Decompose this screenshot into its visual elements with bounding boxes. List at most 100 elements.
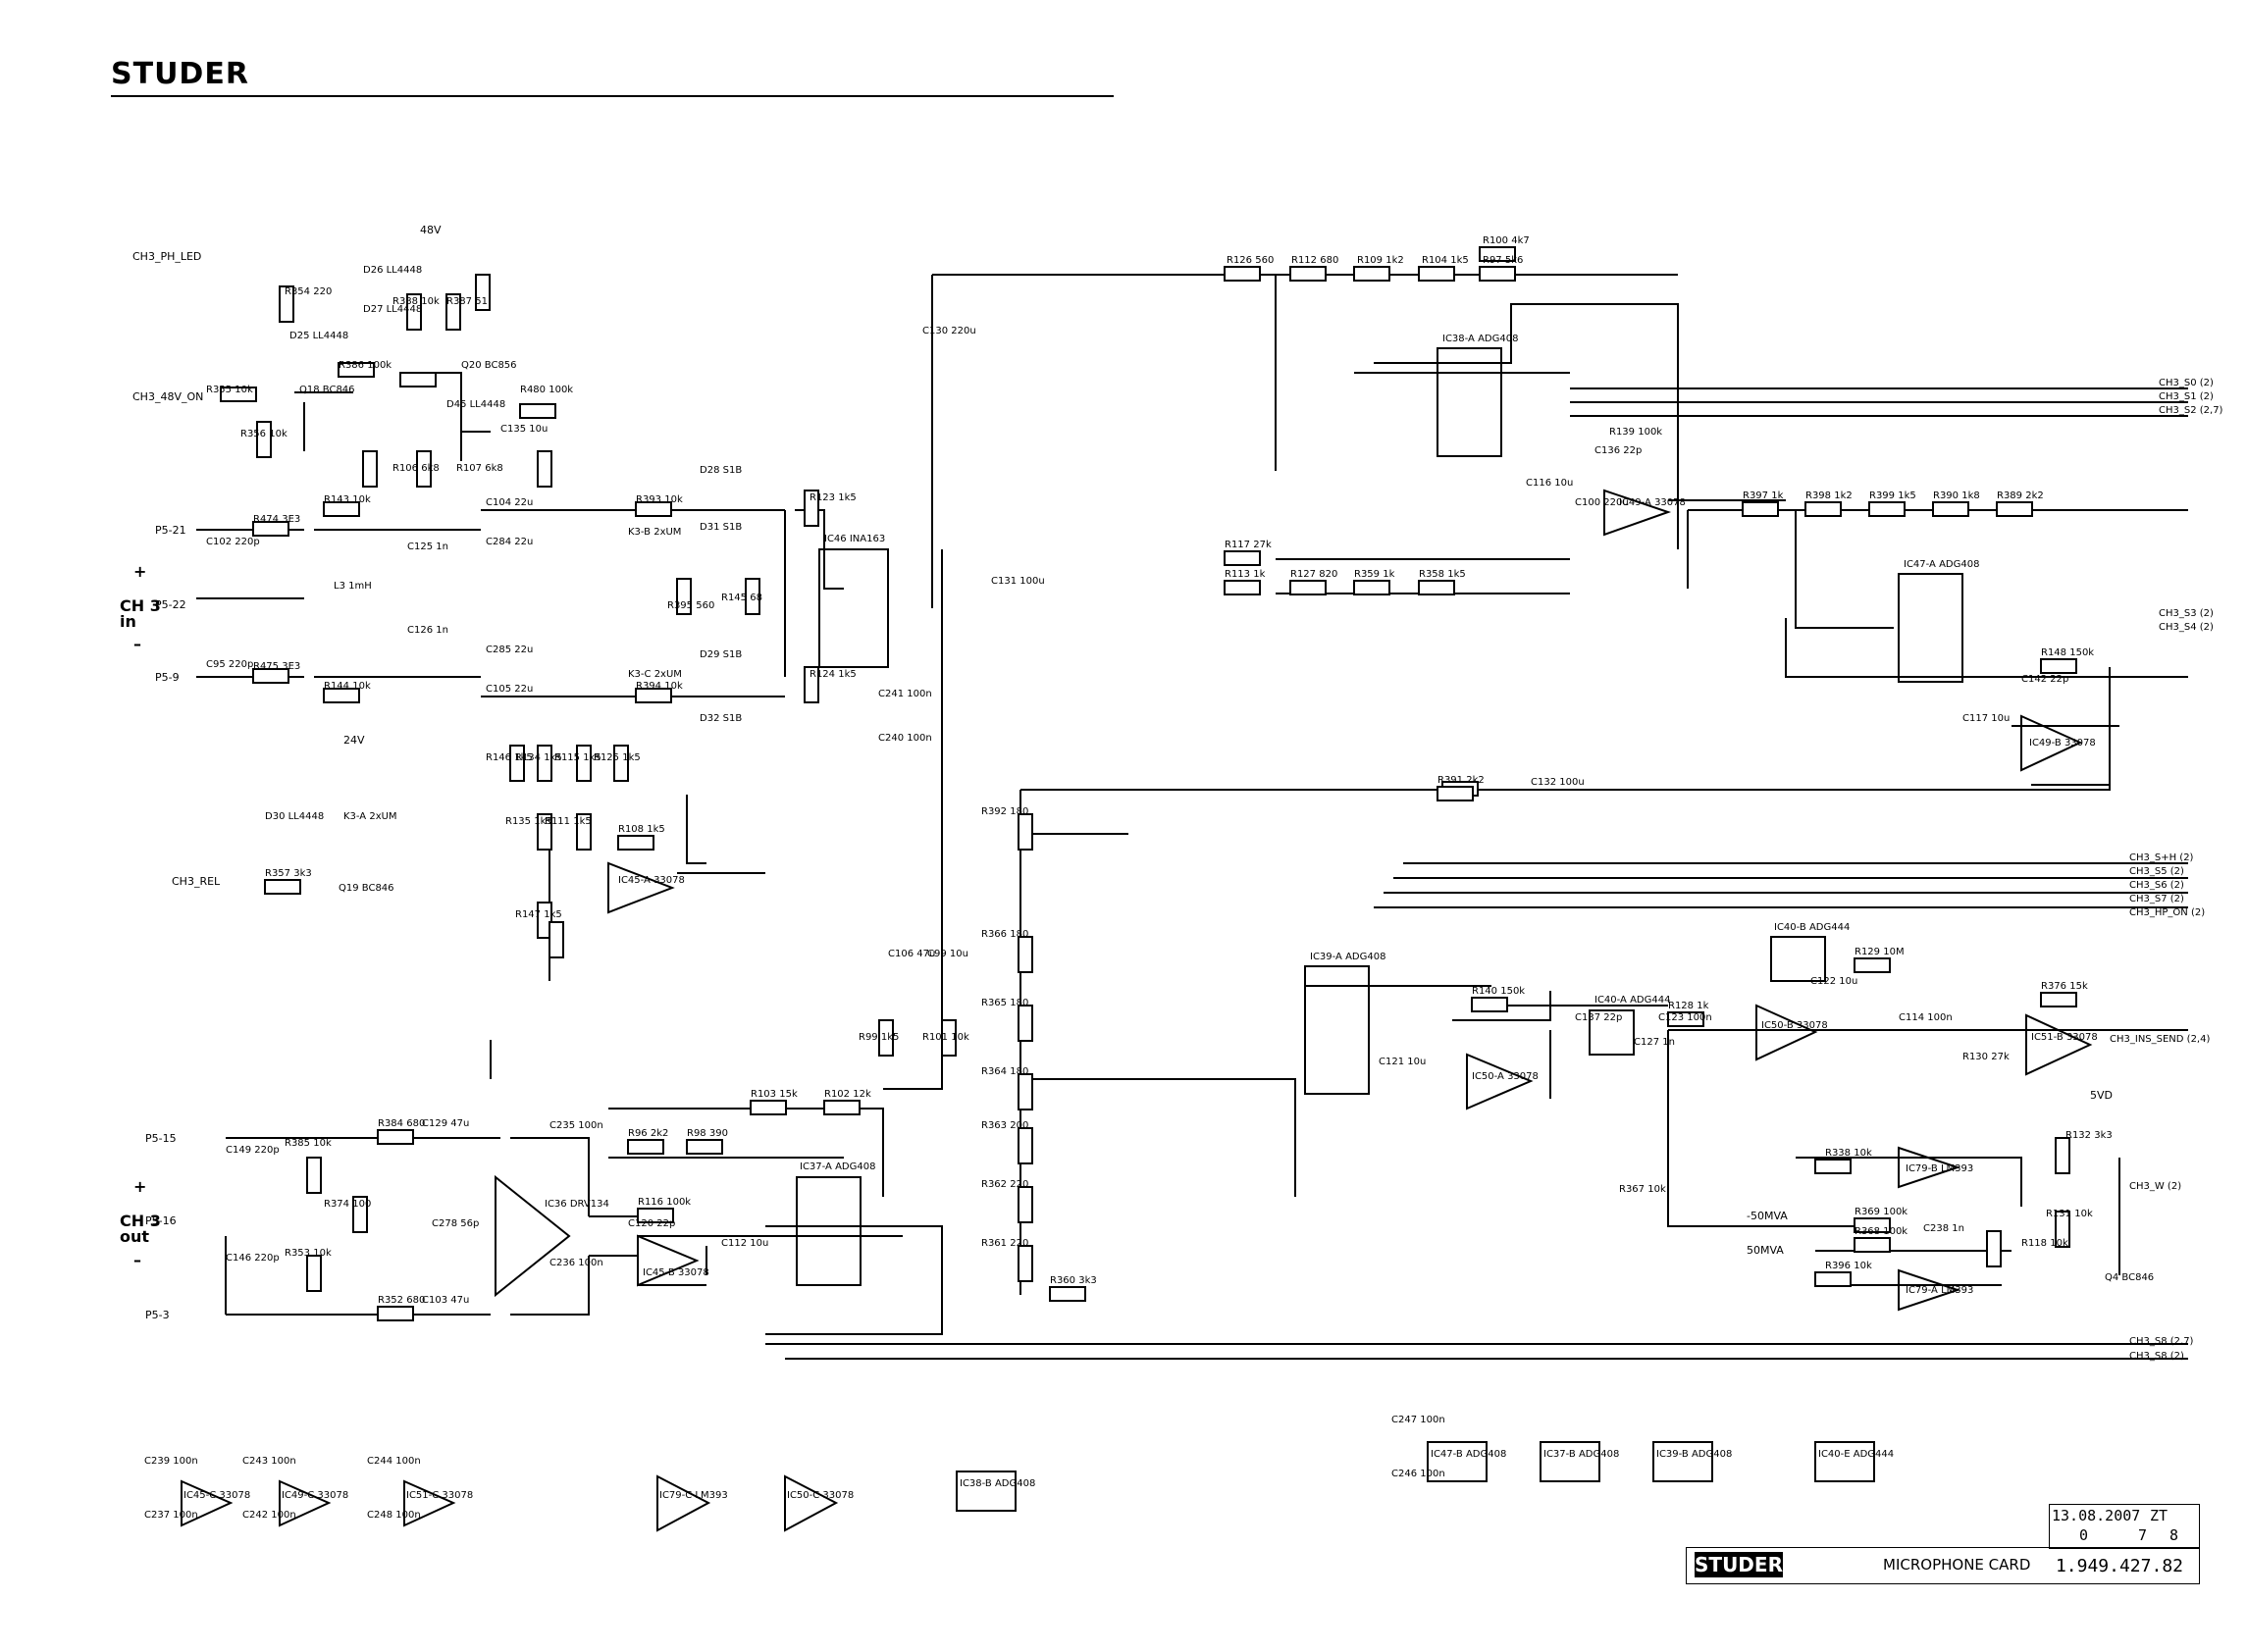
ic-label: IC45-B 33078 bbox=[643, 1267, 709, 1278]
ic-label: IC40-B ADG444 bbox=[1774, 922, 1850, 933]
resistor-label: R354 220 bbox=[285, 286, 332, 297]
supply-capacitor-label: C246 100n bbox=[1391, 1469, 1445, 1479]
resistor-label: R125 1k5 bbox=[594, 752, 641, 763]
supply-block-label: IC50-C 33078 bbox=[787, 1490, 854, 1501]
capacitor-label: C129 47u bbox=[422, 1118, 469, 1129]
resistor-label: R104 1k5 bbox=[1422, 255, 1469, 266]
right-signal-label: CH3_S0 (2) bbox=[2159, 378, 2214, 388]
resistor-label: R143 10k bbox=[324, 494, 371, 505]
right-signal-label: CH3_S4 (2) bbox=[2159, 622, 2214, 633]
resistor-label: R129 10M bbox=[1855, 947, 1905, 957]
supply-block-label: IC51-C 33078 bbox=[406, 1490, 473, 1501]
resistor-label: R353 10k bbox=[285, 1248, 332, 1259]
p5-21-label: P5-21 bbox=[155, 524, 186, 537]
resistor-label: R376 15k bbox=[2041, 981, 2088, 992]
capacitor-label: C241 100n bbox=[878, 689, 932, 699]
capacitor-label: C235 100n bbox=[549, 1120, 603, 1131]
capacitor-label: C149 220p bbox=[226, 1145, 280, 1156]
ic-label: IC36 DRV134 bbox=[545, 1199, 609, 1210]
resistor-label: R124 1k5 bbox=[810, 669, 857, 680]
capacitor-label: C130 220u bbox=[922, 326, 976, 336]
title-block-sheet: 7 bbox=[2138, 1526, 2148, 1544]
signal-labels: CH3_PH_LED CH3_48V_ON CH3_REL 48V 24V 5V… bbox=[132, 224, 2113, 1321]
right-signal-label: CH3_W (2) bbox=[2129, 1181, 2181, 1192]
resistor-label: R112 680 bbox=[1291, 255, 1338, 266]
resistor-label: R396 10k bbox=[1825, 1261, 1872, 1271]
supply-capacitor-label: C244 100n bbox=[367, 1456, 421, 1467]
resistor-label: R103 15k bbox=[751, 1089, 798, 1100]
supply-block-label: IC39-B ADG408 bbox=[1656, 1449, 1732, 1460]
title-block-index: 0 bbox=[2079, 1526, 2089, 1544]
supply-capacitor-label: C239 100n bbox=[144, 1456, 198, 1467]
resistor-label: R386 100k bbox=[339, 360, 392, 371]
resistor-label: R393 10k bbox=[636, 494, 683, 505]
ch3-rel-label: CH3_REL bbox=[172, 875, 221, 888]
semiconductor-label: Q19 BC846 bbox=[339, 883, 394, 894]
ch-in-label: CH 3 in + – bbox=[120, 562, 161, 653]
resistor-label: R113 1k bbox=[1225, 569, 1266, 580]
resistor-label: R144 10k bbox=[324, 681, 371, 692]
capacitor-label: C240 100n bbox=[878, 733, 932, 744]
title-block-number: 1.949.427.82 bbox=[2055, 1556, 2183, 1576]
capacitor-label: C127 1n bbox=[1634, 1037, 1675, 1048]
resistor-label: R399 1k5 bbox=[1869, 490, 1916, 501]
ph-led-label: CH3_PH_LED bbox=[132, 250, 201, 263]
svg-text:–: – bbox=[133, 635, 141, 653]
capacitor-label: C236 100n bbox=[549, 1258, 603, 1268]
p5-9-label: P5-9 bbox=[155, 671, 180, 684]
capacitor-label: C114 100n bbox=[1899, 1012, 1953, 1023]
capacitor-label: C284 22u bbox=[486, 537, 533, 547]
capacitor-label: C146 220p bbox=[226, 1253, 280, 1264]
semiconductor-label: Q18 BC846 bbox=[299, 385, 355, 395]
capacitor-label: C136 22p bbox=[1594, 445, 1642, 456]
capacitor-label: C278 56p bbox=[432, 1218, 479, 1229]
ic-label: IC37-A ADG408 bbox=[800, 1162, 875, 1172]
resistor-label: R132 3k3 bbox=[2065, 1130, 2113, 1141]
capacitor-label: C120 22p bbox=[628, 1218, 675, 1229]
semiconductor-label: Q20 BC856 bbox=[461, 360, 517, 371]
resistor-label: R118 10k bbox=[2021, 1238, 2068, 1249]
resistor-label: R355 10k bbox=[206, 385, 253, 395]
resistor-label: R98 390 bbox=[687, 1128, 728, 1139]
resistor-label: R128 1k bbox=[1668, 1001, 1709, 1011]
ch3-48v-on-label: CH3_48V_ON bbox=[132, 390, 203, 403]
right-signal-label: CH3_S7 (2) bbox=[2129, 894, 2184, 904]
ic-label: IC40-A ADG444 bbox=[1594, 995, 1670, 1006]
title-block-revision: 13.08.2007 ZT 0 7 8 bbox=[2049, 1504, 2200, 1549]
resistor-label: R395 560 bbox=[667, 600, 714, 611]
semiconductor-label: D32 S1B bbox=[700, 713, 742, 724]
semiconductor-label: K3-C 2xUM bbox=[628, 669, 682, 680]
resistor-label: R474 3E3 bbox=[253, 514, 300, 525]
resistor-label: R338 10k bbox=[1825, 1148, 1872, 1159]
resistor-label: R392 180 bbox=[981, 806, 1028, 817]
semiconductor-label: D31 S1B bbox=[700, 522, 742, 533]
resistor-label: R108 1k5 bbox=[618, 824, 665, 835]
resistor-label: R99 1k5 bbox=[859, 1032, 899, 1043]
resistor-label: R366 180 bbox=[981, 929, 1028, 940]
supply-block-label: IC47-B ADG408 bbox=[1431, 1449, 1506, 1460]
resistor-label: R102 12k bbox=[824, 1089, 871, 1100]
resistor-label: R147 1k5 bbox=[515, 909, 562, 920]
svg-text:–: – bbox=[133, 1251, 141, 1269]
resistor-label: R140 150k bbox=[1472, 986, 1525, 997]
ic-label: IC49-A 33078 bbox=[1619, 497, 1686, 508]
capacitor-label: C103 47u bbox=[422, 1295, 469, 1306]
header-brand: STUDER bbox=[111, 57, 249, 91]
ic-label: IC79-A LM393 bbox=[1906, 1285, 1973, 1296]
ic-label: IC45-A 33078 bbox=[618, 875, 685, 886]
capacitor-label: C125 1n bbox=[407, 542, 448, 552]
resistor-label: R390 1k8 bbox=[1933, 490, 1980, 501]
resistor-label: R127 820 bbox=[1290, 569, 1337, 580]
resistor-label: R115 1k5 bbox=[554, 752, 601, 763]
resistor-label: R384 680 bbox=[378, 1118, 425, 1129]
resistor-label: R148 150k bbox=[2041, 647, 2094, 658]
supply-block-label: IC40-E ADG444 bbox=[1818, 1449, 1894, 1460]
capacitor-label: C131 100u bbox=[991, 576, 1045, 587]
resistor-label: R117 27k bbox=[1225, 540, 1272, 550]
ic-label: IC51-B 33078 bbox=[2031, 1032, 2098, 1043]
supply-block-label: IC38-B ADG408 bbox=[960, 1478, 1035, 1489]
capacitor-label: C285 22u bbox=[486, 645, 533, 655]
supply-capacitor-label: C248 100n bbox=[367, 1510, 421, 1521]
svg-text:out: out bbox=[120, 1227, 149, 1246]
